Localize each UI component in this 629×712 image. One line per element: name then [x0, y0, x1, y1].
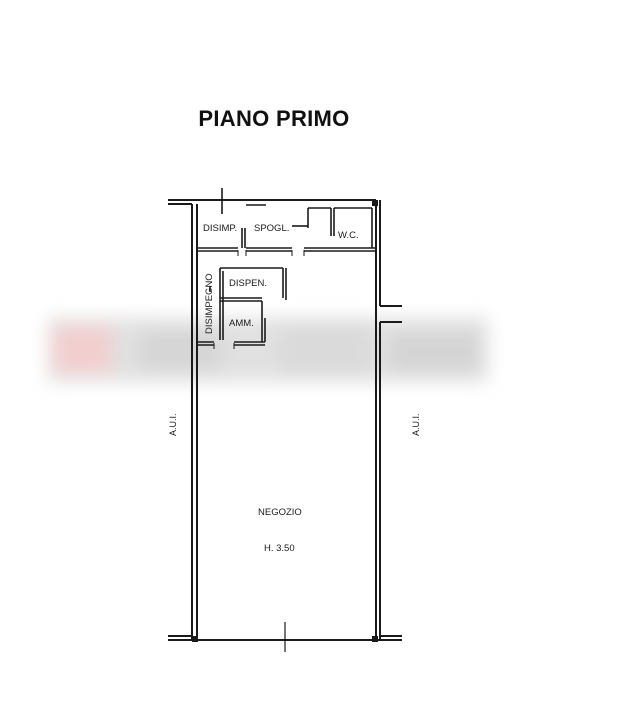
door-marks	[213, 250, 305, 349]
room-height-label: H. 3.50	[264, 543, 295, 554]
blurred-band	[48, 318, 488, 382]
columns	[192, 200, 378, 642]
room-label-amm: AMM.	[229, 318, 254, 329]
room-label-spogl: SPOGL.	[254, 223, 289, 234]
room-label-disimpegno: DISIMPEGNO	[204, 273, 215, 334]
room-label-disimp: DISIMP.	[203, 223, 237, 234]
axis-marks	[191, 540, 286, 652]
neighbor-label-left: A.U.I.	[168, 413, 178, 436]
room-label-negozio: NEGOZIO	[258, 507, 302, 518]
page-title: PIANO PRIMO	[198, 106, 350, 131]
room-label-dispen: DISPEN.	[229, 278, 267, 289]
room-label-wc: W.C.	[338, 230, 359, 241]
outer-walls	[168, 199, 402, 641]
interior-walls	[197, 188, 376, 346]
neighbor-label-right: A.U.I.	[411, 413, 421, 436]
